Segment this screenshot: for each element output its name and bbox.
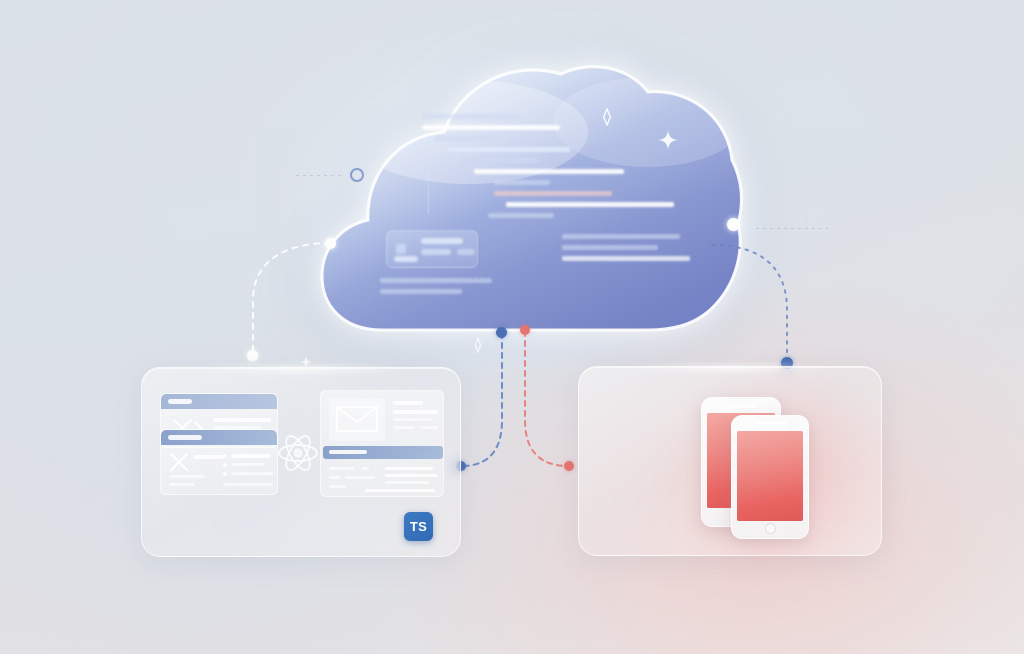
cloud-inner-content: [318, 62, 746, 334]
header-pill: [329, 450, 367, 454]
list-bullet: [223, 454, 227, 458]
connector-node-left-outer-start: [325, 238, 336, 249]
cloud-inner-card: [386, 230, 478, 268]
data-dot-field: [576, 274, 632, 292]
phone-home-button[interactable]: [765, 523, 776, 534]
text-line: [213, 418, 271, 422]
react-atom-icon: [278, 435, 318, 471]
cloud-body: [318, 62, 746, 334]
blue-header-bar: [161, 394, 277, 409]
connector-node-cloud-red: [520, 325, 530, 335]
text-line: [213, 426, 261, 429]
text-line: [365, 489, 435, 492]
header-pill: [168, 399, 192, 404]
chart-x-icon: [169, 452, 189, 472]
chart-scatter-icon: [172, 418, 204, 438]
connector-node-left-outer-end: [247, 350, 258, 361]
envelope-icon: [336, 406, 378, 432]
phone-speaker-icon: [755, 422, 787, 426]
cloud-code-gutter: [428, 136, 429, 214]
panel-top-highlight: [621, 363, 839, 373]
cloud-text-lines-right: [562, 234, 692, 267]
phone-speaker-icon: [726, 404, 758, 408]
text-line: [393, 418, 433, 421]
typescript-badge-label: TS: [409, 519, 428, 534]
text-line: [385, 481, 429, 484]
text-line: [393, 426, 415, 429]
connector-node-mobile-panel: [564, 461, 574, 471]
data-dot-field: [470, 276, 492, 286]
text-line: [385, 474, 437, 477]
deco-dash-right: [756, 228, 828, 229]
dashboard-card-bottom[interactable]: [160, 429, 278, 495]
cloud-text-lines-left: [380, 278, 500, 300]
text-line: [393, 401, 423, 405]
cloud-code-block: [422, 114, 674, 224]
ring-decoration: [350, 168, 364, 182]
text-line: [194, 455, 224, 459]
sparkle-star-small: [470, 336, 486, 358]
blue-header-bar: [161, 430, 277, 445]
phone-front[interactable]: [731, 415, 809, 539]
text-line: [223, 483, 273, 486]
mobile-clients-panel[interactable]: [578, 363, 882, 556]
text-line: [385, 467, 433, 470]
connector-node-web-panel: [456, 461, 466, 471]
sparkle-diamond: [598, 107, 616, 131]
blue-header-bar: [323, 446, 443, 459]
text-line: [169, 475, 205, 478]
typescript-badge[interactable]: TS: [404, 512, 433, 541]
text-line: [345, 476, 375, 479]
text-line: [329, 476, 341, 479]
text-line: [231, 472, 273, 475]
cloud-graphic: [278, 22, 786, 374]
text-line: [329, 485, 347, 488]
text-line: [329, 467, 355, 470]
text-line: [361, 467, 369, 470]
text-line: [231, 454, 271, 458]
sparkle-star: [658, 130, 678, 155]
list-bullet: [223, 472, 227, 476]
sparkle-star-small: [300, 355, 312, 373]
phone-screen: [737, 431, 803, 521]
text-line: [393, 410, 438, 414]
deco-dash-left: [296, 175, 342, 176]
header-pill: [168, 435, 202, 440]
text-line: [420, 426, 438, 429]
connector-node-cloud-blue: [496, 327, 507, 338]
image-placeholder-icon: [329, 398, 385, 441]
panel-top-highlight: [186, 364, 416, 374]
text-line: [231, 463, 265, 466]
text-line: [169, 483, 195, 486]
web-clients-panel[interactable]: TS: [141, 364, 461, 557]
connector-node-right-outer-start: [727, 218, 740, 231]
list-bullet: [223, 463, 227, 467]
media-card[interactable]: [320, 390, 444, 497]
